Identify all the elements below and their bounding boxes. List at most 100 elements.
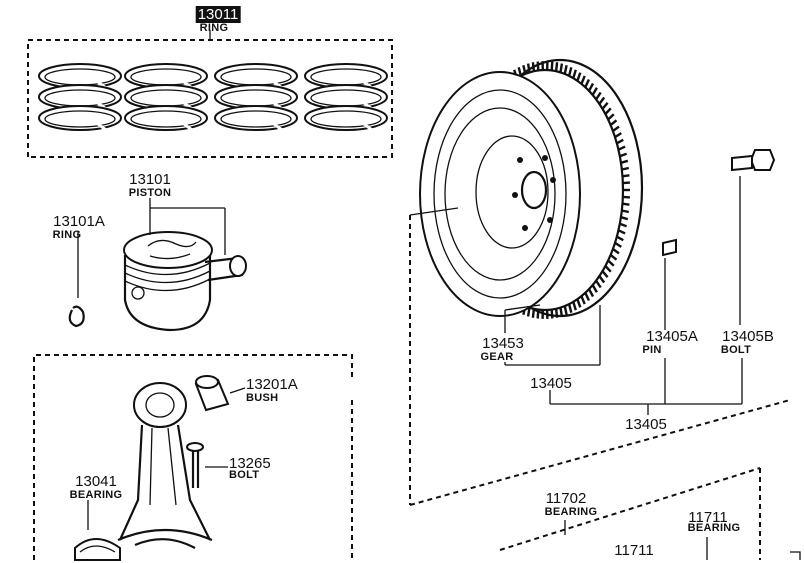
gear-tooth [576, 72, 582, 82]
rod-bolt-drawing [186, 442, 228, 488]
piston-ring-2-3 [124, 105, 208, 132]
flywheel-bolt-name: BOLT [720, 344, 752, 356]
gear-tooth [563, 64, 568, 75]
gear-tooth [554, 308, 559, 318]
gear-tooth [622, 181, 630, 185]
flywheel-frame [409, 215, 791, 506]
bush-drawing [194, 375, 246, 412]
piston-ring-2-2 [124, 84, 208, 111]
gear-tooth [604, 265, 612, 273]
gear-tooth [614, 241, 622, 248]
gear-tooth [601, 270, 609, 278]
gear-tooth [567, 67, 573, 77]
gear-tooth [517, 67, 523, 77]
rod-bolt-name: BOLT [229, 469, 260, 481]
ring-set-name: RING [199, 22, 229, 34]
gear-tooth [559, 63, 564, 73]
gear-name: GEAR [480, 351, 514, 363]
pin-drawing [662, 238, 677, 330]
gear-tooth [621, 209, 630, 214]
con-rod-box [33, 354, 353, 560]
gear-tooth [622, 195, 630, 199]
gear-tooth [591, 284, 598, 293]
gear-tooth [554, 62, 559, 72]
bush-number: 13201A [246, 376, 298, 393]
gear-tooth [604, 107, 612, 115]
gear-tooth [617, 145, 626, 151]
lower-frame [499, 467, 761, 560]
leader-lines [504, 304, 743, 415]
flywheel-assy-number: 13405 [625, 416, 667, 433]
gear-tooth [572, 69, 577, 79]
gear-tooth [526, 63, 531, 73]
gear-tooth [580, 295, 586, 305]
gear-tooth [622, 202, 630, 206]
gear-tooth [619, 152, 628, 158]
thrust-bearing-number: 11711 [688, 509, 728, 526]
piston-ring-4-3 [304, 105, 388, 132]
piston-ring-1-2 [38, 84, 122, 111]
piston-ring-1-3 [38, 105, 122, 132]
gear-tooth [531, 308, 536, 318]
ring-set-number: 13011 [195, 6, 241, 23]
gear-tooth [620, 159, 629, 164]
gear-tooth [622, 174, 630, 178]
gear-tooth [580, 75, 586, 85]
gear-tooth [584, 292, 590, 302]
gear-tooth [621, 166, 630, 171]
gear-tooth [598, 96, 606, 105]
ring-set-box [27, 30, 393, 158]
gear-tooth [531, 62, 536, 72]
gear-tooth [536, 309, 540, 319]
flywheel-bolt-number: 13405B [722, 328, 774, 345]
thrust-bearing-name: BEARING [687, 522, 741, 534]
piston-name: PISTON [128, 187, 172, 199]
gear-tooth [550, 61, 554, 71]
piston-drawing [77, 198, 247, 332]
gear-tooth [536, 61, 540, 71]
piston-ring-stacks [38, 63, 388, 132]
piston-ring-name: RING [52, 229, 82, 241]
gear-tooth [572, 301, 577, 311]
snap-ring-drawing [68, 305, 85, 328]
pin-name: PIN [642, 344, 662, 356]
gear-tooth [616, 235, 624, 242]
gear-tooth [595, 91, 602, 100]
gear-number: 13453 [482, 335, 524, 352]
gear-tooth [587, 82, 595, 92]
pin-number: 13405A [646, 328, 698, 345]
bush-name: BUSH [246, 392, 279, 404]
gear-tooth [612, 125, 620, 132]
flywheel-drawing [409, 58, 644, 319]
gear-tooth [601, 102, 609, 110]
flywheel-bolt-drawing [731, 149, 776, 325]
gear-tooth [612, 248, 620, 255]
piston-number: 13101 [129, 171, 171, 188]
flywheel-sub-number: 13405 [530, 375, 572, 392]
bearing-number: 13041 [75, 473, 117, 490]
gear-tooth [595, 280, 602, 289]
lower-bearing-number: 11711 [614, 542, 654, 559]
gear-tooth [616, 138, 624, 145]
gear-tooth [609, 119, 618, 127]
corner-grip-icon [790, 551, 801, 560]
gear-tooth [550, 309, 554, 319]
rod-bolt-number: 13265 [229, 455, 271, 472]
gear-tooth [619, 222, 628, 228]
gear-tooth [607, 259, 615, 267]
gear-tooth [522, 64, 527, 75]
piston-ring-number: 13101A [53, 213, 105, 230]
gear-tooth [607, 113, 615, 121]
gear-tooth [563, 305, 568, 316]
gear-tooth [526, 307, 531, 317]
gear-tooth [620, 216, 629, 221]
main-bearing-number: 11702 [545, 490, 587, 507]
gear-tooth [584, 78, 590, 88]
gear-tooth [617, 229, 626, 235]
gear-tooth [609, 253, 618, 261]
bearing-name: BEARING [69, 489, 123, 501]
gear-tooth [591, 87, 598, 96]
gear-tooth [587, 288, 595, 298]
